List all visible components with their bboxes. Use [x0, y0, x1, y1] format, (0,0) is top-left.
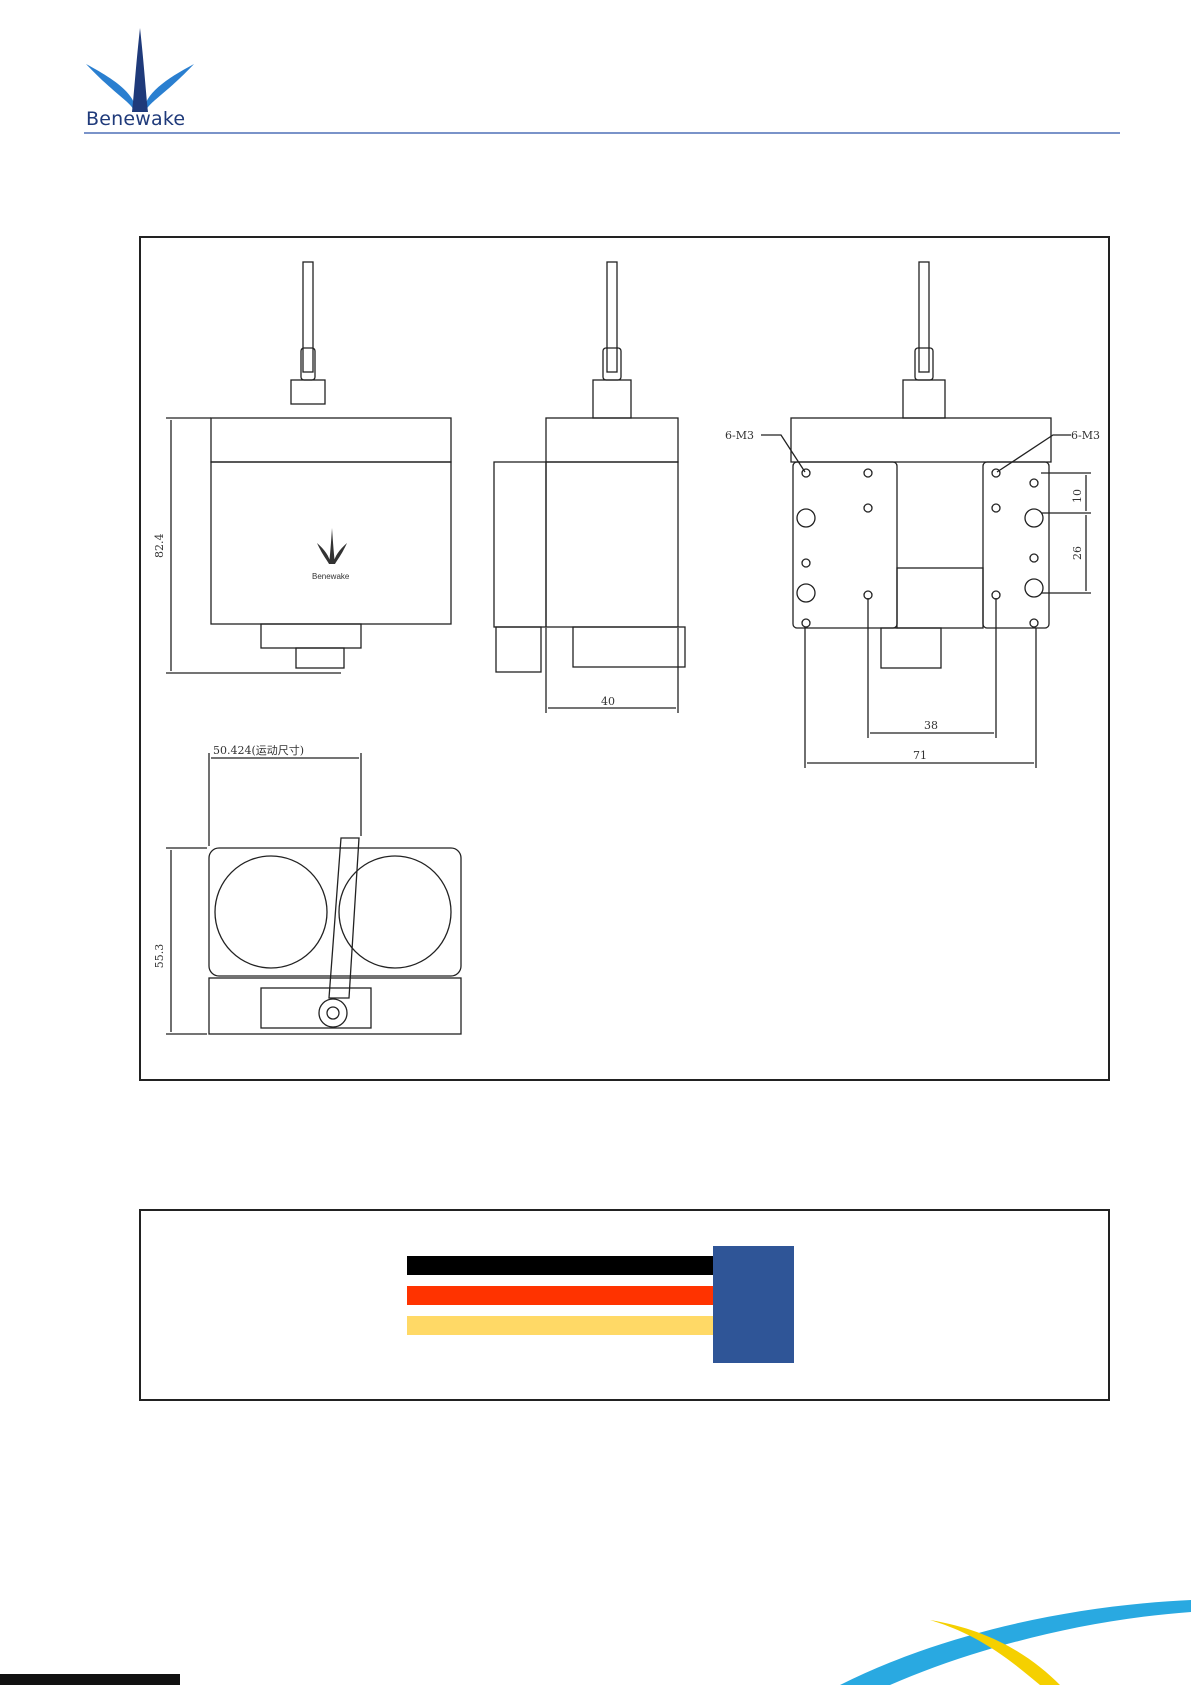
cable-front [303, 262, 313, 372]
cable-wiring-frame [139, 1209, 1110, 1401]
dim-width-71: 71 [913, 749, 927, 762]
dim-bottom-width: 50.424(运动尺寸) [213, 743, 304, 757]
header-rule [84, 132, 1120, 134]
footer-cropped-text [0, 1672, 260, 1685]
mechanical-drawing: 82.4 40 38 71 10 26 6-M3 6-M3 50.424(运动尺… [141, 238, 1112, 1083]
connector-block [713, 1246, 794, 1363]
dim-10: 10 [1071, 489, 1084, 503]
dim-spacing-38: 38 [924, 719, 938, 732]
dim-bottom-height: 55.3 [153, 944, 166, 969]
dim-depth-side: 40 [601, 695, 615, 708]
dim-26: 26 [1071, 546, 1084, 560]
cable-wiring [141, 1211, 1112, 1403]
thread-label-right: 6-M3 [1071, 429, 1100, 442]
footer-swoosh-icon [830, 1590, 1191, 1685]
housing-logo-icon [317, 528, 347, 564]
thread-label-left: 6-M3 [725, 429, 754, 442]
red-wire [407, 1286, 713, 1305]
brand-name: Benewake [86, 108, 185, 130]
dim-height-front: 82.4 [153, 534, 166, 559]
mechanical-drawing-frame: 82.4 40 38 71 10 26 6-M3 6-M3 50.424(运动尺… [139, 236, 1110, 1081]
yellow-wire [407, 1316, 713, 1335]
housing-logo-text: Benewake [312, 572, 350, 581]
black-wire [407, 1256, 713, 1275]
